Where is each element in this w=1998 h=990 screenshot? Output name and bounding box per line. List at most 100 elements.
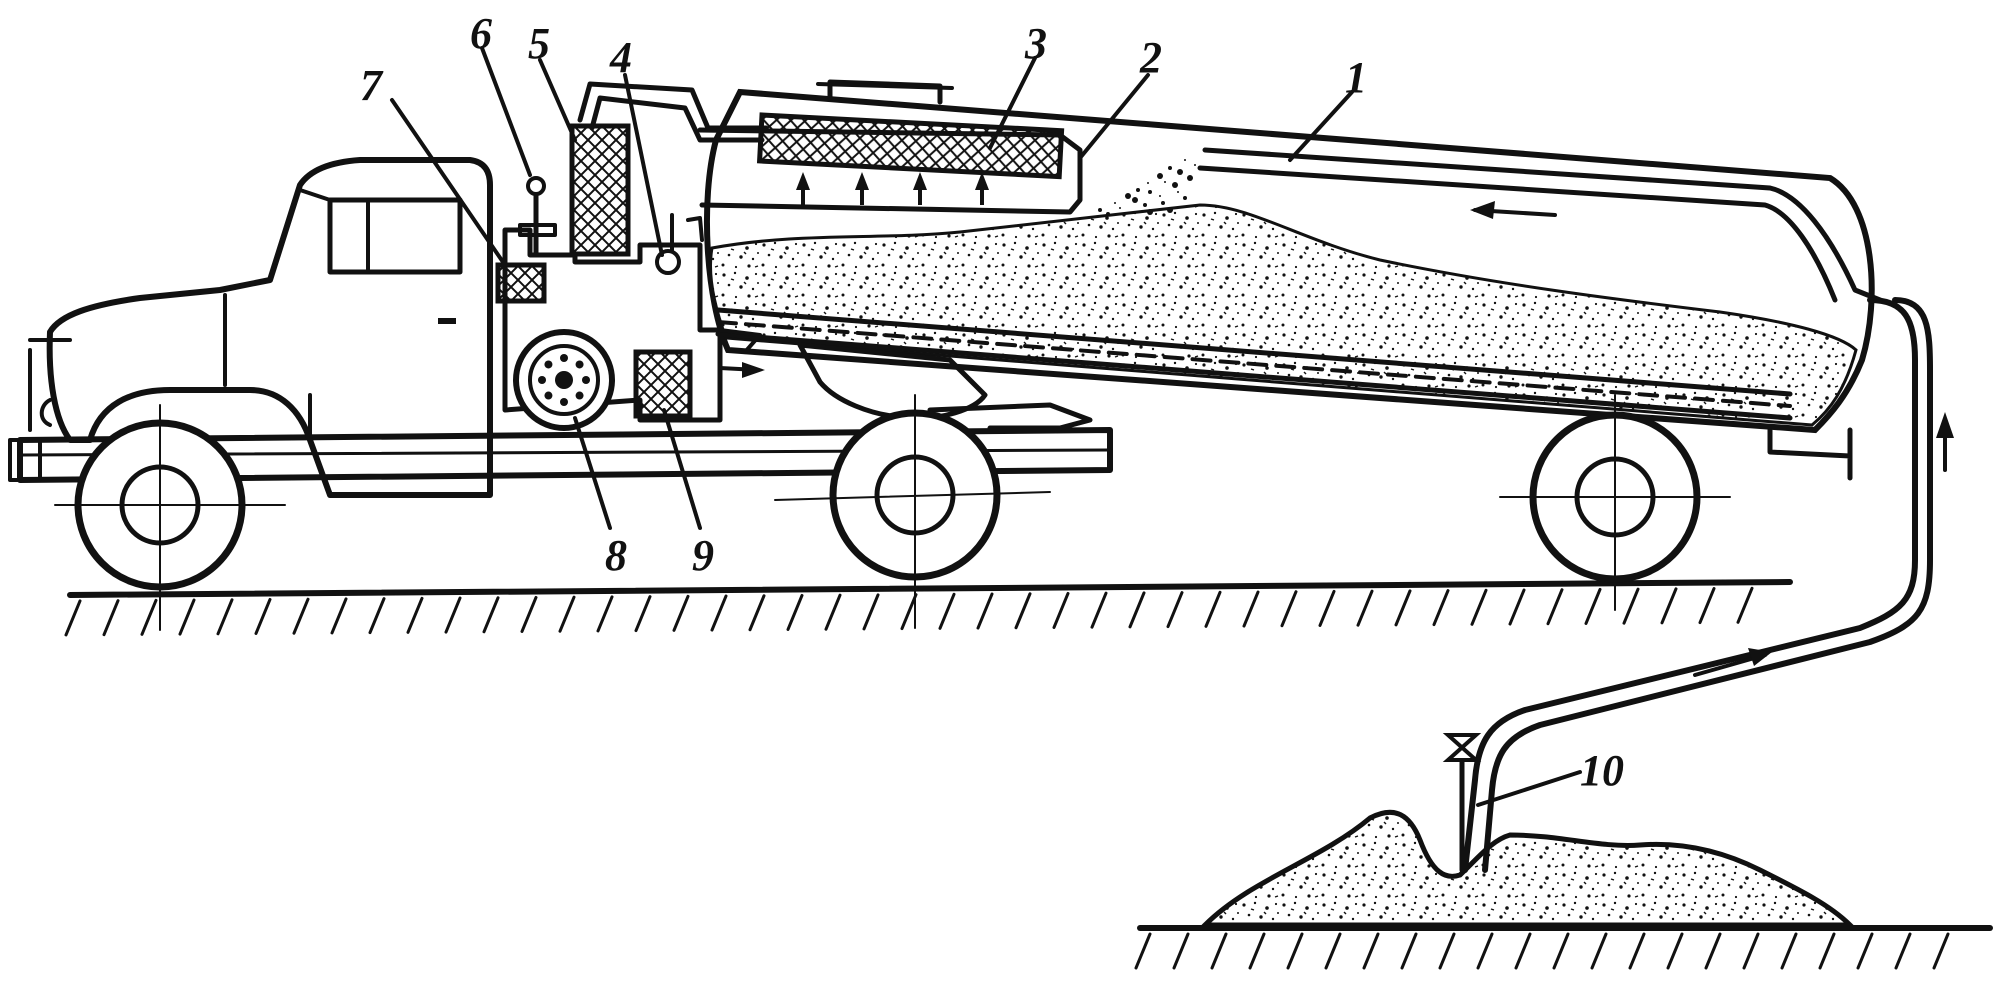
front-wheel [54, 404, 286, 631]
spray-particle [1168, 166, 1172, 170]
callout-3: 3 [1024, 19, 1047, 68]
callout-2: 2 [1139, 33, 1162, 82]
ground-hatch-mark [748, 594, 766, 632]
ground-hatch-mark [1166, 591, 1184, 629]
ground-hatch-mark [520, 595, 538, 633]
spray-particle [1161, 201, 1165, 205]
ground-hatch-mark [672, 594, 690, 632]
pump-bolt [575, 391, 584, 400]
callout-6: 6 [470, 9, 492, 58]
ground-hatch-mark [330, 597, 348, 635]
ground-hatch-mark [1280, 590, 1298, 628]
ground-hatch-mark [1628, 932, 1646, 970]
ground-hatch-mark [862, 593, 880, 631]
ground-hatch-mark [1584, 587, 1602, 625]
spray-particle [1106, 212, 1110, 216]
ground-hatch-mark [1204, 590, 1222, 628]
ground-hatch-mark [1856, 932, 1874, 970]
filter-element-5 [569, 123, 631, 257]
air-arrowhead [796, 172, 810, 190]
ground-hatch-mark [1128, 591, 1146, 629]
flow-arrow-diagonal [1693, 648, 1772, 677]
ground-hatch-mark [1666, 932, 1684, 970]
ground-hatch-mark [1052, 591, 1070, 629]
pump-bolt [575, 360, 584, 369]
material-pile [1198, 809, 1857, 928]
callout-1: 1 [1345, 53, 1367, 102]
ground-hatch-mark [406, 596, 424, 634]
pump-bolt [544, 391, 553, 400]
rear-wheel [1499, 394, 1731, 611]
ground-hatch-mark [1432, 589, 1450, 627]
ground-hatch-mark [1210, 932, 1228, 970]
ground-hatch-mark [1286, 932, 1304, 970]
middle-wheel [774, 394, 1051, 629]
ground-hatch-mark [1514, 932, 1532, 970]
ground-pile [1134, 925, 1993, 970]
ground-hatch-mark [1356, 589, 1374, 627]
spray-particle [1148, 190, 1152, 194]
ground-hatch-mark [1476, 932, 1494, 970]
spray-particle [1184, 159, 1186, 161]
ground-hatch-mark [900, 593, 918, 631]
ground-hatch-mark [710, 594, 728, 632]
flow-arrow-left [1470, 201, 1557, 219]
spray-particle [1125, 193, 1131, 199]
ground-hatch-mark [1736, 586, 1754, 624]
ground-hatch-mark [1242, 590, 1260, 628]
ground-hatch-mark [1818, 932, 1836, 970]
ground-hatch-mark [1014, 592, 1032, 630]
ground-hatch-mark [1362, 932, 1380, 970]
ground-hatch-mark [140, 598, 158, 636]
air-arrowhead [855, 172, 869, 190]
ground-hatch-mark [976, 592, 994, 630]
ground-hatch-mark [444, 596, 462, 634]
ground-hatch-mark [558, 595, 576, 633]
flow-arrow-up [1936, 412, 1954, 472]
pump-bolt [560, 398, 568, 406]
ground-hatch-mark [254, 597, 272, 635]
exhaust-arrow [718, 362, 765, 378]
suction-hose-10 [1462, 297, 1933, 873]
spray-particle [1147, 182, 1149, 184]
pump-bolt [582, 376, 590, 384]
ground-hatch-mark [178, 598, 196, 636]
ground-hatch-mark [1400, 932, 1418, 970]
cab [8, 157, 493, 498]
ground-hatch-mark [102, 599, 120, 637]
spray-particle [1194, 164, 1196, 166]
ground-hatch-mark [1698, 587, 1716, 625]
spray-particle [1132, 197, 1138, 203]
callout-9: 9 [692, 531, 714, 580]
ground-hatch-mark [1470, 588, 1488, 626]
ground-hatch-mark [1622, 587, 1640, 625]
airflow-arrows-up [796, 172, 989, 205]
spray-particle [1147, 209, 1153, 215]
spray-particle [1167, 207, 1173, 213]
callout-7: 7 [360, 61, 384, 110]
ground-hatch-mark [368, 597, 386, 635]
ground-hatch-mark [1742, 932, 1760, 970]
spray-particle [1119, 207, 1121, 209]
spray-particle [1098, 208, 1102, 212]
ground-hatch-mark [482, 596, 500, 634]
ground-hatch-mark [786, 593, 804, 631]
ground-hatch-mark [1324, 932, 1342, 970]
ground-hatch-mark [1660, 587, 1678, 625]
filter-element-9 [633, 349, 693, 419]
spray-particle [1187, 175, 1193, 181]
spray-particle [1114, 202, 1116, 204]
ground-hatch-mark [1090, 591, 1108, 629]
spray-particle [1177, 169, 1183, 175]
spray-particle [1172, 182, 1178, 188]
spray-particle [1159, 195, 1161, 197]
callout-4: 4 [609, 33, 632, 82]
intake-pipe-1 [1197, 147, 1883, 303]
material-spray [1098, 159, 1196, 216]
spray-particle [1164, 181, 1166, 183]
ground-hatch-mark [1394, 589, 1412, 627]
pump-bolt [538, 376, 546, 384]
ground-hatch-mark [1704, 932, 1722, 970]
tank-material [709, 203, 1858, 427]
